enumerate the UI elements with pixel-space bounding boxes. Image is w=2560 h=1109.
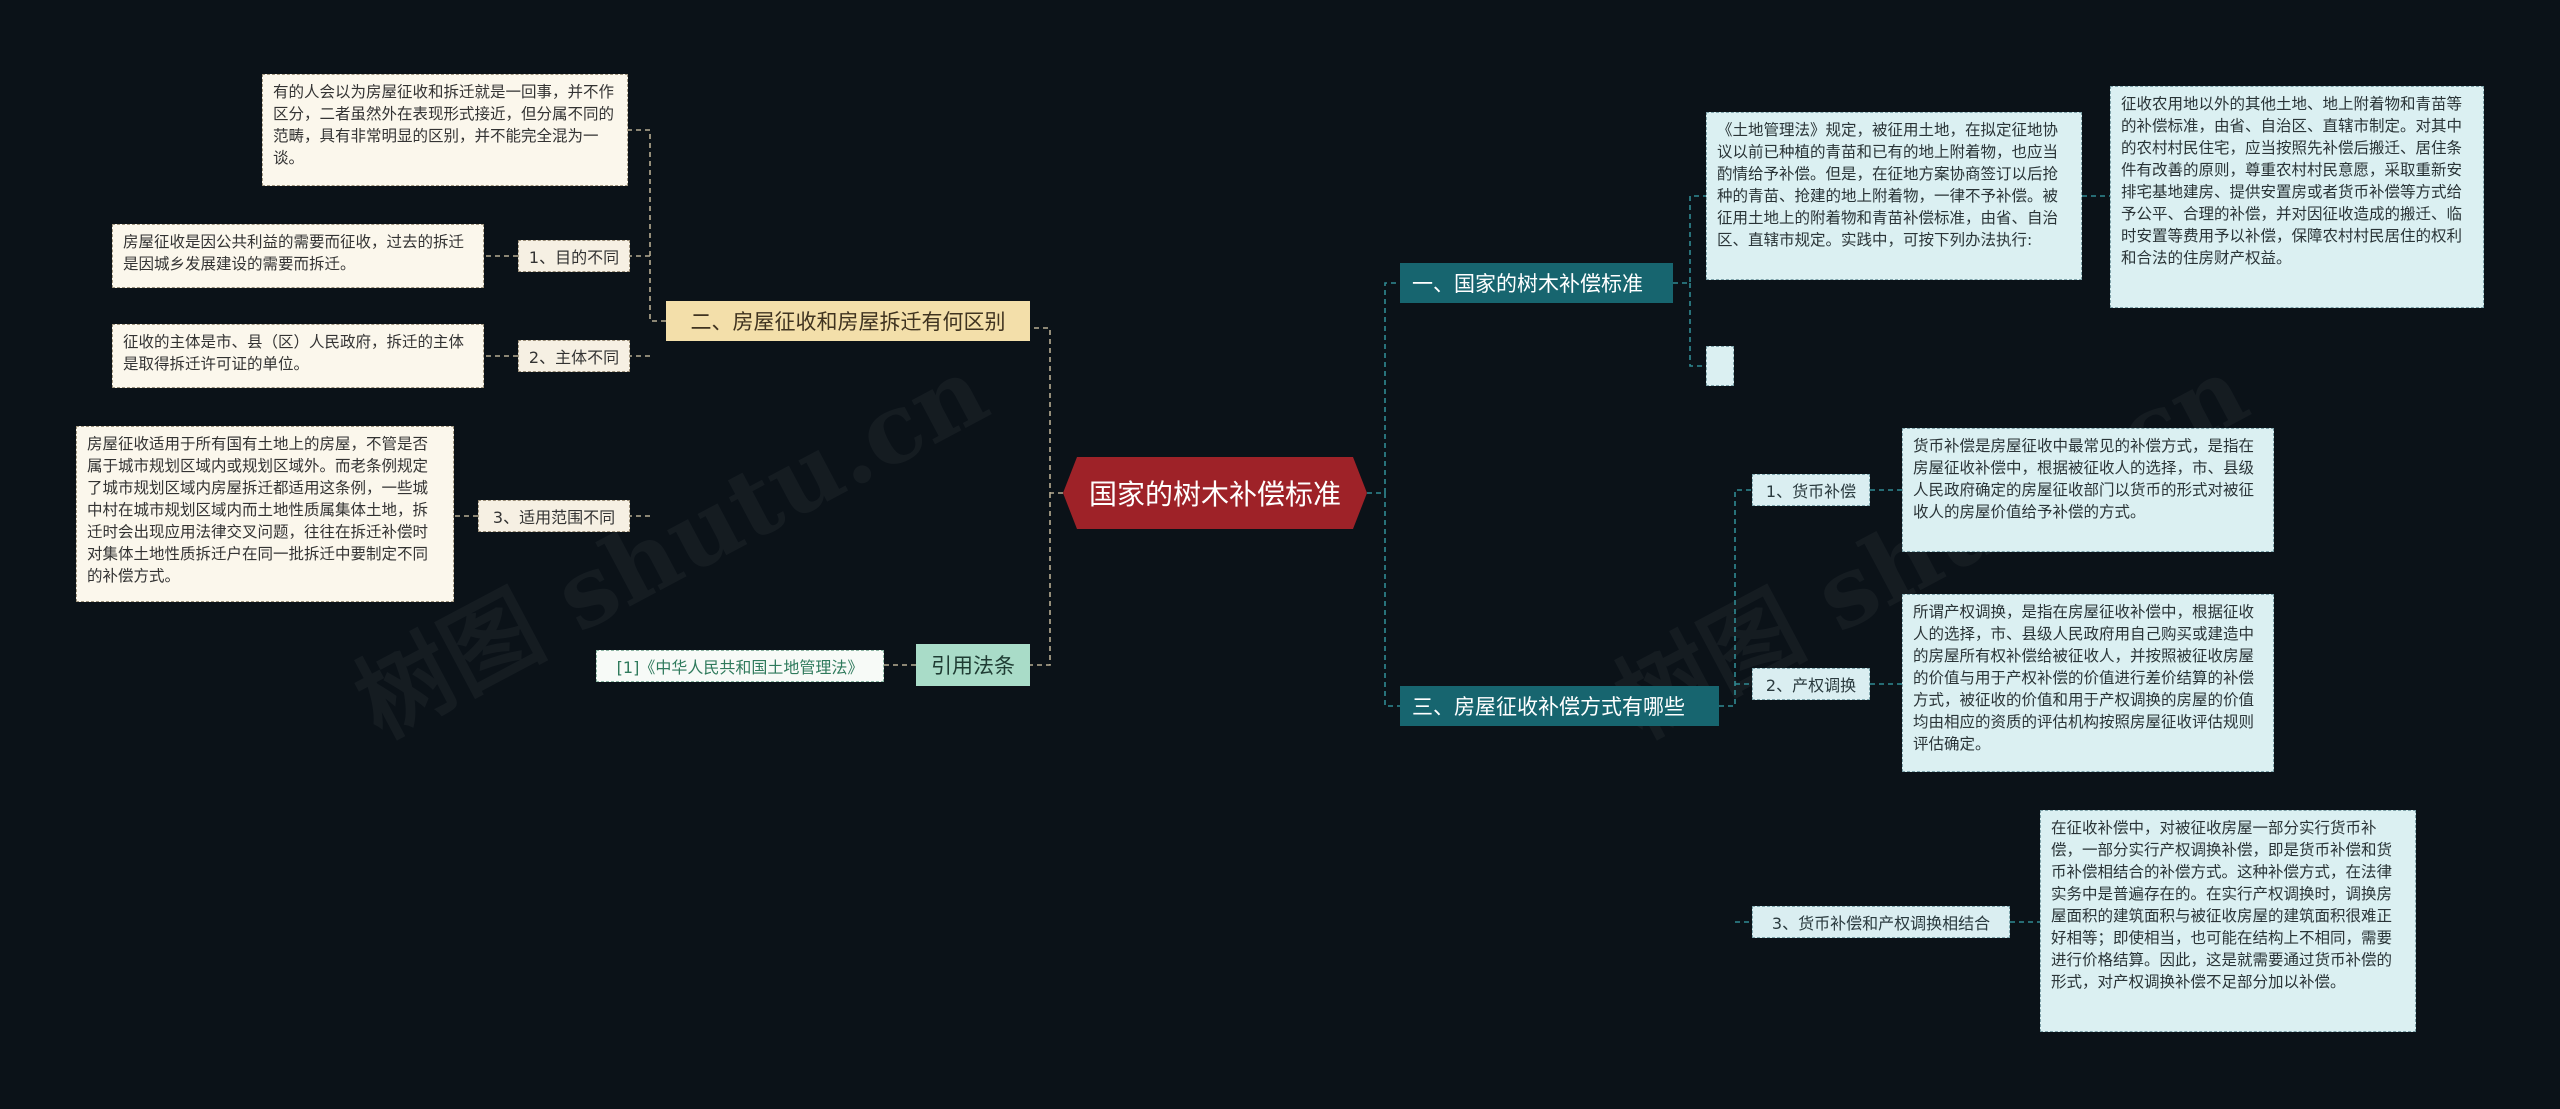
leaf-text: 房屋征收适用于所有国有土地上的房屋，不管是否属于城市规划区域内或规划区域外。而老… bbox=[87, 435, 429, 585]
branch-label: 三、房屋征收补偿方式有哪些 bbox=[1412, 695, 1685, 719]
branch-cited-law[interactable]: 引用法条 bbox=[916, 644, 1030, 686]
sub-label: 3、适用范围不同 bbox=[492, 508, 616, 527]
connector-branch3 bbox=[1719, 489, 1752, 923]
sub-monetary-compensation[interactable]: 1、货币补偿 bbox=[1752, 474, 1870, 506]
sub-label: 1、目的不同 bbox=[528, 248, 620, 267]
sub-different-scope[interactable]: 3、适用范围不同 bbox=[478, 500, 630, 532]
branch-compensation-methods[interactable]: 三、房屋征收补偿方式有哪些 bbox=[1400, 686, 1719, 726]
leaf-text: 有的人会以为房屋征收和拆迁就是一回事，并不作区分，二者虽然外在表现形式接近，但分… bbox=[273, 83, 615, 167]
leaf-text: 征收农用地以外的其他土地、地上附着物和青苗等的补偿标准，由省、自治区、直辖市制定… bbox=[2121, 95, 2463, 267]
leaf-intro: 有的人会以为房屋征收和拆迁就是一回事，并不作区分，二者虽然外在表现形式接近，但分… bbox=[262, 74, 628, 186]
connector-root-left bbox=[1030, 327, 1063, 666]
leaf-combined-compensation: 在征收补偿中，对被征收房屋一部分实行货币补偿，一部分实行产权调换补偿，即是货币补… bbox=[2040, 810, 2416, 1032]
sub-label: 1、货币补偿 bbox=[1765, 482, 1857, 501]
branch-tree-compensation-standard[interactable]: 一、国家的树木补偿标准 bbox=[1400, 263, 1673, 303]
sub-property-exchange[interactable]: 2、产权调换 bbox=[1752, 668, 1870, 700]
sub-different-purpose[interactable]: 1、目的不同 bbox=[518, 240, 630, 272]
branch-label: 一、国家的树木补偿标准 bbox=[1412, 272, 1643, 296]
leaf-empty bbox=[1706, 346, 1734, 386]
leaf-different-subject: 征收的主体是市、县（区）人民政府，拆迁的主体是取得拆迁许可证的单位。 bbox=[112, 324, 484, 388]
leaf-text: 房屋征收是因公共利益的需要而征收，过去的拆迁是因城乡发展建设的需要而拆迁。 bbox=[123, 233, 465, 273]
branch-label: 引用法条 bbox=[931, 654, 1015, 678]
branch-expropriation-vs-demolition[interactable]: 二、房屋征收和房屋拆迁有何区别 bbox=[666, 301, 1030, 341]
leaf-different-purpose: 房屋征收是因公共利益的需要而征收，过去的拆迁是因城乡发展建设的需要而拆迁。 bbox=[112, 224, 484, 288]
leaf-text: 《土地管理法》规定，被征用土地，在拟定征地协议以前已种植的青苗和已有的地上附着物… bbox=[1717, 121, 2059, 249]
leaf-land-law-rule: 《土地管理法》规定，被征用土地，在拟定征地协议以前已种植的青苗和已有的地上附着物… bbox=[1706, 112, 2082, 280]
reference-land-management-law[interactable]: [1]《中华人民共和国土地管理法》 bbox=[596, 650, 884, 682]
leaf-monetary-compensation: 货币补偿是房屋征收中最常见的补偿方式，是指在房屋征收补偿中，根据被征收人的选择，… bbox=[1902, 428, 2274, 552]
branch-label: 二、房屋征收和房屋拆迁有何区别 bbox=[690, 310, 1006, 334]
reference-text: [1]《中华人民共和国土地管理法》 bbox=[616, 658, 864, 677]
sub-label: 2、主体不同 bbox=[528, 348, 620, 367]
connector-branch3-details bbox=[1870, 489, 2040, 923]
connector-branch2-details bbox=[454, 255, 518, 517]
connector-branch2 bbox=[628, 129, 666, 517]
leaf-text: 征收的主体是市、县（区）人民政府，拆迁的主体是取得拆迁许可证的单位。 bbox=[123, 333, 465, 373]
sub-label: 2、产权调换 bbox=[1765, 676, 1857, 695]
sub-label: 3、货币补偿和产权调换相结合 bbox=[1771, 914, 1991, 933]
sub-combined-compensation[interactable]: 3、货币补偿和产权调换相结合 bbox=[1752, 906, 2010, 938]
leaf-compensation-standard-detail: 征收农用地以外的其他土地、地上附着物和青苗等的补偿标准，由省、自治区、直辖市制定… bbox=[2110, 86, 2484, 308]
leaf-text: 货币补偿是房屋征收中最常见的补偿方式，是指在房屋征收补偿中，根据被征收人的选择，… bbox=[1913, 437, 2255, 521]
leaf-text: 在征收补偿中，对被征收房屋一部分实行货币补偿，一部分实行产权调换补偿，即是货币补… bbox=[2051, 819, 2393, 991]
connector-root-right bbox=[1367, 282, 1400, 707]
sub-different-subject[interactable]: 2、主体不同 bbox=[518, 340, 630, 372]
root-label: 国家的树木补偿标准 bbox=[1088, 478, 1341, 511]
leaf-text: 所谓产权调换，是指在房屋征收补偿中，根据征收人的选择，市、县级人民政府用自己购买… bbox=[1913, 603, 2255, 753]
leaf-different-scope: 房屋征收适用于所有国有土地上的房屋，不管是否属于城市规划区域内或规划区域外。而老… bbox=[76, 426, 454, 602]
leaf-property-exchange: 所谓产权调换，是指在房屋征收补偿中，根据征收人的选择，市、县级人民政府用自己购买… bbox=[1902, 594, 2274, 772]
root-node[interactable]: 国家的树木补偿标准 bbox=[1063, 457, 1367, 529]
connector-branch1 bbox=[1673, 195, 1706, 367]
